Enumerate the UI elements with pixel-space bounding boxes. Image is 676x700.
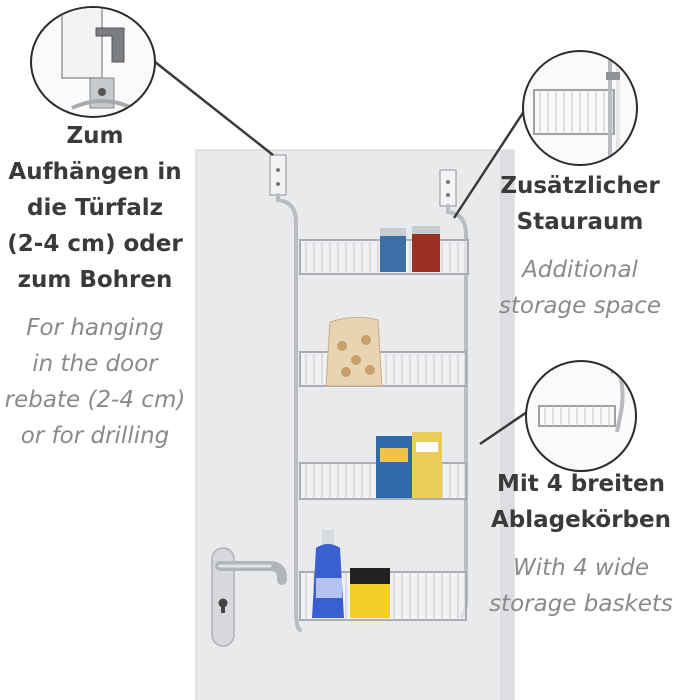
basket-2 xyxy=(299,351,467,387)
hanging-en-line: rebate (2-4 cm) xyxy=(4,387,186,413)
storage-de-line: Stauraum xyxy=(516,209,644,235)
pointer-storage xyxy=(452,95,536,219)
tin-cans xyxy=(380,226,440,272)
storage-text-de: Zusätzlicher Stauraum xyxy=(490,168,670,240)
hanging-text-de: Zum Aufhängen in die Türfalz (2-4 cm) od… xyxy=(0,118,190,298)
baskets-text-en: With 4 wide storage baskets xyxy=(488,550,674,622)
hanging-de-line: die Türfalz xyxy=(27,195,163,221)
hanging-en-line: in the door xyxy=(32,351,158,377)
baskets-de-line: Mit 4 breiten xyxy=(496,471,666,497)
hanging-de-line: zum Bohren xyxy=(17,267,173,293)
door-hook-detail-icon xyxy=(30,6,156,118)
hanging-de-line: (2-4 cm) oder xyxy=(7,231,183,257)
baskets-en-line: storage baskets xyxy=(489,591,673,617)
hanging-de-line: Zum xyxy=(66,123,124,149)
baskets-text-de: Mit 4 breiten Ablagekörben xyxy=(488,466,674,538)
hanging-de-line: Aufhängen in xyxy=(8,159,182,185)
baskets-de-line: Ablagekörben xyxy=(491,507,671,533)
boxes xyxy=(376,432,442,498)
storage-en-line: storage space xyxy=(498,293,662,319)
hanging-text-en: For hanging in the door rebate (2-4 cm) … xyxy=(0,310,190,454)
shallow-basket-detail-icon xyxy=(525,360,637,472)
baskets-en-line: With 4 wide xyxy=(513,555,649,581)
pasta-bag xyxy=(325,316,383,387)
sponges xyxy=(350,568,390,618)
pointer-hanging xyxy=(149,57,274,156)
door-handle xyxy=(211,547,287,647)
detergent-bottle xyxy=(312,530,344,618)
pointer-baskets xyxy=(479,410,528,446)
door-hook-left xyxy=(269,154,287,196)
hanging-en-line: or for drilling xyxy=(20,423,170,449)
hanging-en-line: For hanging xyxy=(26,315,164,341)
storage-text-en: Additional storage space xyxy=(490,252,670,324)
storage-en-line: Additional xyxy=(522,257,638,283)
basket-detail-icon xyxy=(522,50,638,166)
storage-de-line: Zusätzlicher xyxy=(500,173,660,199)
callout-pointer-lines xyxy=(149,57,536,446)
door-hook-right xyxy=(439,169,457,207)
